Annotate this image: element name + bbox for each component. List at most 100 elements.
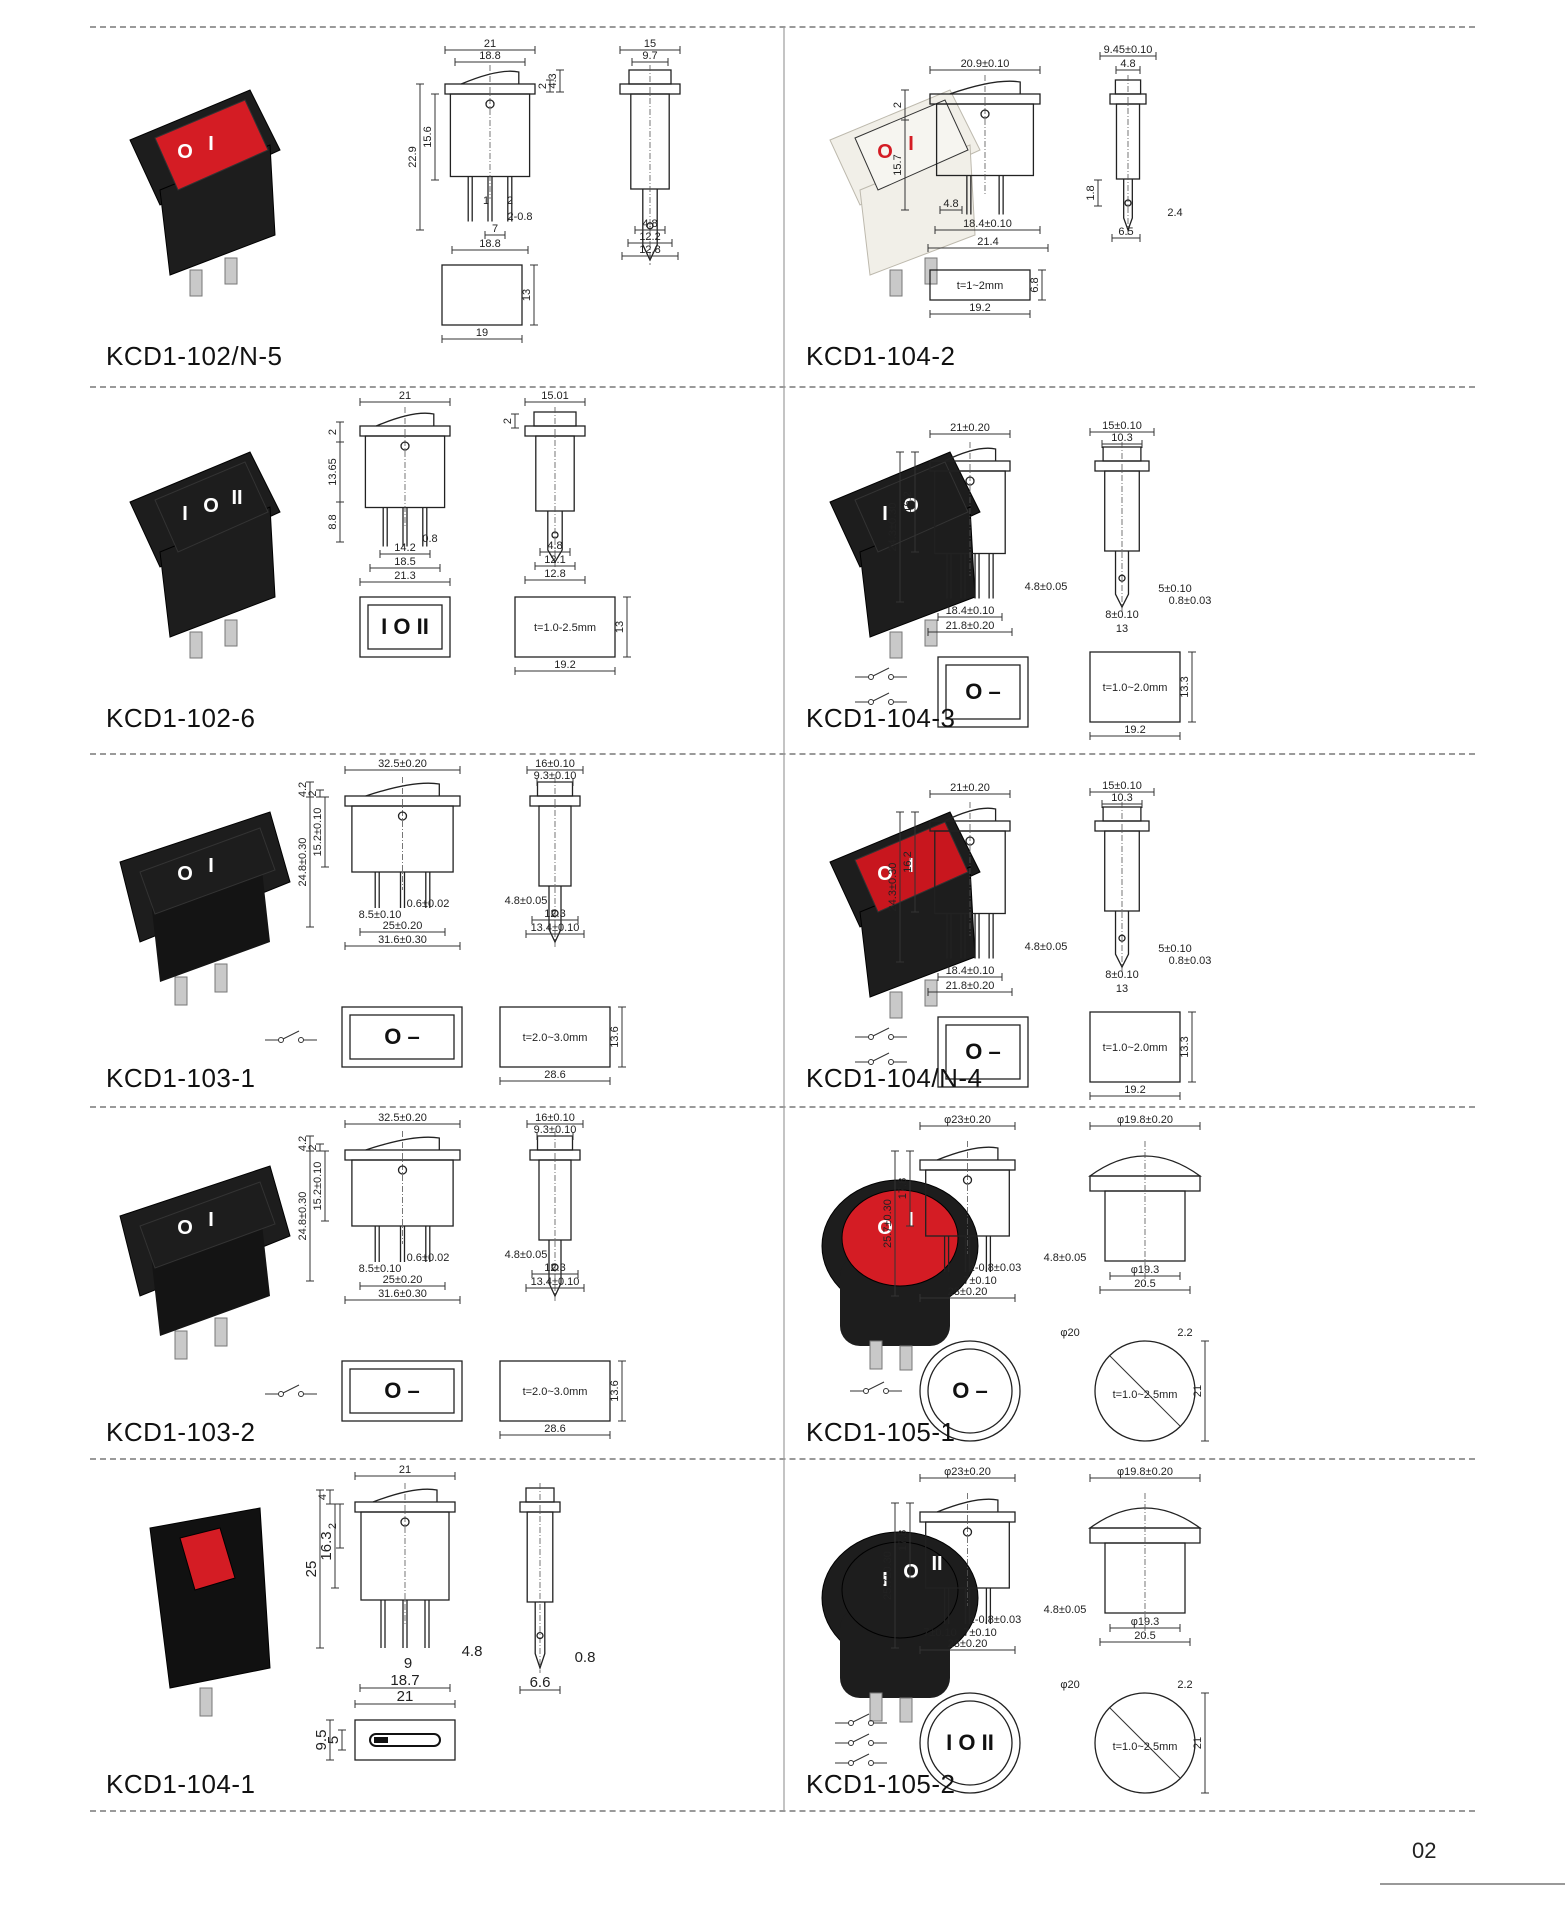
rocker-symbol: O	[203, 495, 219, 517]
schematic-contact	[298, 1037, 304, 1043]
dimension-label: 18.4±0.10	[946, 605, 995, 617]
dimension-label: 21±0.20	[950, 782, 990, 794]
dimension-line	[1109, 1355, 1181, 1427]
dimension-label: 0.8	[575, 1649, 596, 1666]
dimension-label: 16±0.10	[535, 758, 575, 770]
schematic-contact	[868, 1059, 874, 1065]
dimension-label: 8.8	[327, 514, 339, 529]
dimension-label: 8.5±0.10	[359, 909, 402, 921]
dimension-label: 17.8	[897, 1530, 909, 1551]
front-view	[344, 777, 461, 908]
dimension-label: 5±0.10	[1158, 583, 1192, 595]
dimension-label: 0.6±0.02	[407, 898, 450, 910]
dimension-label: 9.3±0.10	[534, 1124, 577, 1136]
front-face-outline	[919, 1692, 1021, 1794]
rocker	[841, 1189, 959, 1287]
body-outline	[925, 1521, 1010, 1589]
dimension-label: 22.9	[407, 146, 419, 167]
terminal-outline	[548, 1240, 562, 1298]
schematic-contact	[868, 1034, 874, 1040]
rocker-symbol: I	[182, 503, 188, 525]
dimension-label: 13.3	[1179, 1036, 1191, 1057]
face-symbols: O –	[384, 1378, 419, 1403]
terminal-hole	[1124, 199, 1132, 207]
panel-cutout	[1089, 1011, 1181, 1083]
face-symbols: I O II	[381, 614, 429, 639]
dimension-label: 32.5±0.20	[378, 1112, 427, 1124]
schematic-contact	[298, 1391, 304, 1397]
pivot-hole	[400, 1517, 410, 1527]
model-number: KCD1-104/N-4	[806, 1063, 983, 1093]
rocker-symbol: O	[903, 1561, 919, 1583]
terminal-hole	[646, 222, 654, 230]
side-view	[1094, 442, 1150, 612]
dimension-label: 1	[483, 195, 489, 207]
dimension-label: 28.6	[544, 1069, 565, 1081]
rocker	[854, 99, 969, 191]
pivot-hole	[980, 109, 990, 119]
dimension-label: φ19.3	[1131, 1616, 1160, 1628]
dimension-label: 24.8±0.30	[297, 838, 309, 887]
dimension-label: φ19.8±0.20	[1117, 1466, 1173, 1478]
dimension-label: 8±0.10	[1105, 969, 1139, 981]
terminal-outline	[1123, 179, 1133, 232]
rocker	[139, 1181, 276, 1269]
dimension-label: 2.4	[1167, 207, 1182, 219]
dimension-label: 21	[397, 1688, 414, 1705]
dimension-label: 21.4	[977, 236, 998, 248]
dimension-label: 21	[1192, 1737, 1204, 1749]
dimension-label: 2-0.8±0.03	[969, 1614, 1022, 1626]
dimension-label: 21±0.20	[950, 422, 990, 434]
terminal-outline	[548, 886, 562, 944]
front-view	[929, 75, 1041, 215]
terminal-pin	[924, 257, 938, 285]
dimension-label: 12.8	[544, 568, 565, 580]
dimension-label: 5	[325, 1736, 342, 1744]
rocker-symbol: I	[208, 133, 214, 155]
dimension-label: 15.2±0.10	[312, 1162, 324, 1211]
model-number: KCD1-104-3	[806, 703, 956, 733]
terminal-pin	[214, 963, 228, 993]
product-photo	[149, 1507, 271, 1717]
dimension-label: 21.8±0.20	[946, 620, 995, 632]
dimension-label: 2	[327, 429, 339, 435]
dimension-label: 18.4±0.10	[946, 965, 995, 977]
page-number: 02	[1412, 1838, 1437, 1863]
dimension-label: 15.7	[892, 154, 904, 175]
dimension-label: 21	[484, 38, 496, 50]
front-face-inner	[349, 1368, 455, 1414]
cutout-thickness-label: t=2.0~3.0mm	[523, 1386, 588, 1398]
row-divider	[90, 1810, 1475, 1812]
dimension-label: 2	[307, 790, 319, 796]
dimension-label: 20.5	[1134, 1278, 1155, 1290]
schematic-contact	[848, 1740, 854, 1746]
rocker-symbol: II	[231, 487, 242, 509]
dimension-label: 2	[307, 1144, 319, 1150]
row-divider	[90, 1106, 1475, 1108]
schematic-lever	[872, 1027, 890, 1037]
schematic-lever	[872, 667, 890, 677]
dimension-label: 2.2	[1177, 1679, 1192, 1691]
row-divider	[90, 1458, 1475, 1460]
dimension-label: 13.4±0.10	[531, 922, 580, 934]
terminal-pin	[899, 1345, 913, 1371]
dimension-label: 31.6±0.30	[378, 934, 427, 946]
rocker-outline	[365, 1136, 440, 1151]
model-number: KCD1-104-1	[106, 1769, 256, 1799]
schematic-contact	[848, 1760, 854, 1766]
dimension-label: 0.8	[422, 533, 437, 545]
switch-schematic-symbol	[835, 1733, 887, 1746]
dimension-label: 6.5	[1118, 226, 1133, 238]
dimension-label: 13	[1116, 983, 1128, 995]
side-view	[1087, 1493, 1203, 1638]
